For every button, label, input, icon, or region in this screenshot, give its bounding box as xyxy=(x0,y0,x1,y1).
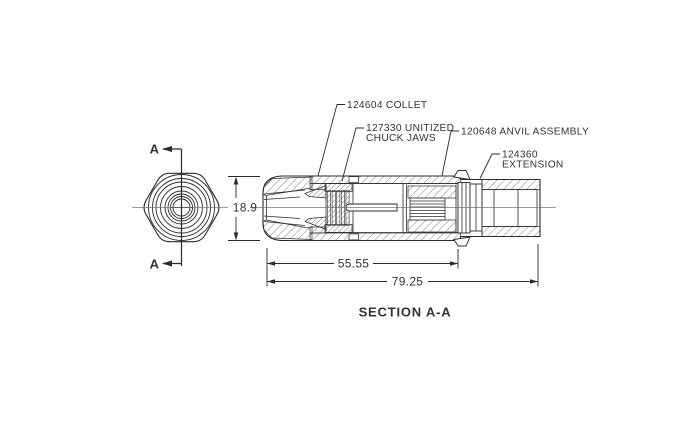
dim-arrow-down xyxy=(233,232,239,241)
chuck-jaws-label-line1: 127330 UNITIZED xyxy=(366,123,454,134)
extension-lines xyxy=(461,179,538,237)
anvil-leader xyxy=(441,130,459,176)
anvil-label: 120648 ANVIL ASSEMBLY xyxy=(461,127,589,138)
dim-height-value: 18.9 xyxy=(233,201,258,215)
section-title: SECTION A-A xyxy=(359,305,452,320)
hatch-tube-bottom xyxy=(309,232,461,241)
tab-top xyxy=(453,170,471,181)
extension-label-line1: 124360 xyxy=(502,150,538,161)
hatch-ext-bottom xyxy=(481,226,541,237)
section-view xyxy=(250,170,556,247)
anvil-sleeve-faces xyxy=(402,183,457,233)
dim-arrow-right2 xyxy=(530,279,538,284)
leader-lines xyxy=(317,104,500,182)
hatch-nose-bottom xyxy=(262,219,313,240)
section-arrow-bottom xyxy=(162,260,172,267)
chuck-jaws-label-line2: CHUCK JAWS xyxy=(366,133,436,144)
hatch-tube-top xyxy=(309,175,461,184)
collet-label: 124604 COLLET xyxy=(347,100,427,111)
shell-slot-top xyxy=(348,176,359,183)
anvil-sleeve-bottom xyxy=(407,219,457,233)
dim-height xyxy=(228,176,260,241)
section-label-bottom: A xyxy=(150,257,160,272)
anvil-sleeve-top xyxy=(407,185,457,199)
extension-leader xyxy=(479,153,500,179)
dim-chuck-length-value: 55.55 xyxy=(338,257,370,271)
dim-arrow-left1 xyxy=(267,261,275,266)
section-arrow-top xyxy=(162,146,172,152)
section-marker-bottom xyxy=(162,260,182,267)
tab-bottom xyxy=(453,236,471,247)
hatch-nose-top xyxy=(262,176,313,196)
dim-arrow-left2 xyxy=(267,279,275,284)
anvil-splines xyxy=(409,197,446,221)
housing-outline xyxy=(262,175,541,242)
hex-outline xyxy=(143,172,220,243)
dim-chuck-length xyxy=(266,248,459,287)
dim-arrow-up xyxy=(233,176,239,185)
shell-slot-bottom xyxy=(348,233,359,241)
collet-leader xyxy=(317,104,345,177)
extension-label-line2: EXTENSION xyxy=(502,160,564,171)
dim-overall-length xyxy=(267,244,539,287)
section-marker-top xyxy=(162,146,182,152)
dim-overall-length-value: 79.25 xyxy=(392,275,424,289)
collet-taper xyxy=(263,189,306,226)
front-view xyxy=(132,146,228,267)
dim-arrow-right1 xyxy=(450,261,458,266)
hatch-ext-top xyxy=(481,179,541,190)
section-label-top: A xyxy=(150,142,160,157)
chuck-jaws-leader xyxy=(341,127,364,182)
